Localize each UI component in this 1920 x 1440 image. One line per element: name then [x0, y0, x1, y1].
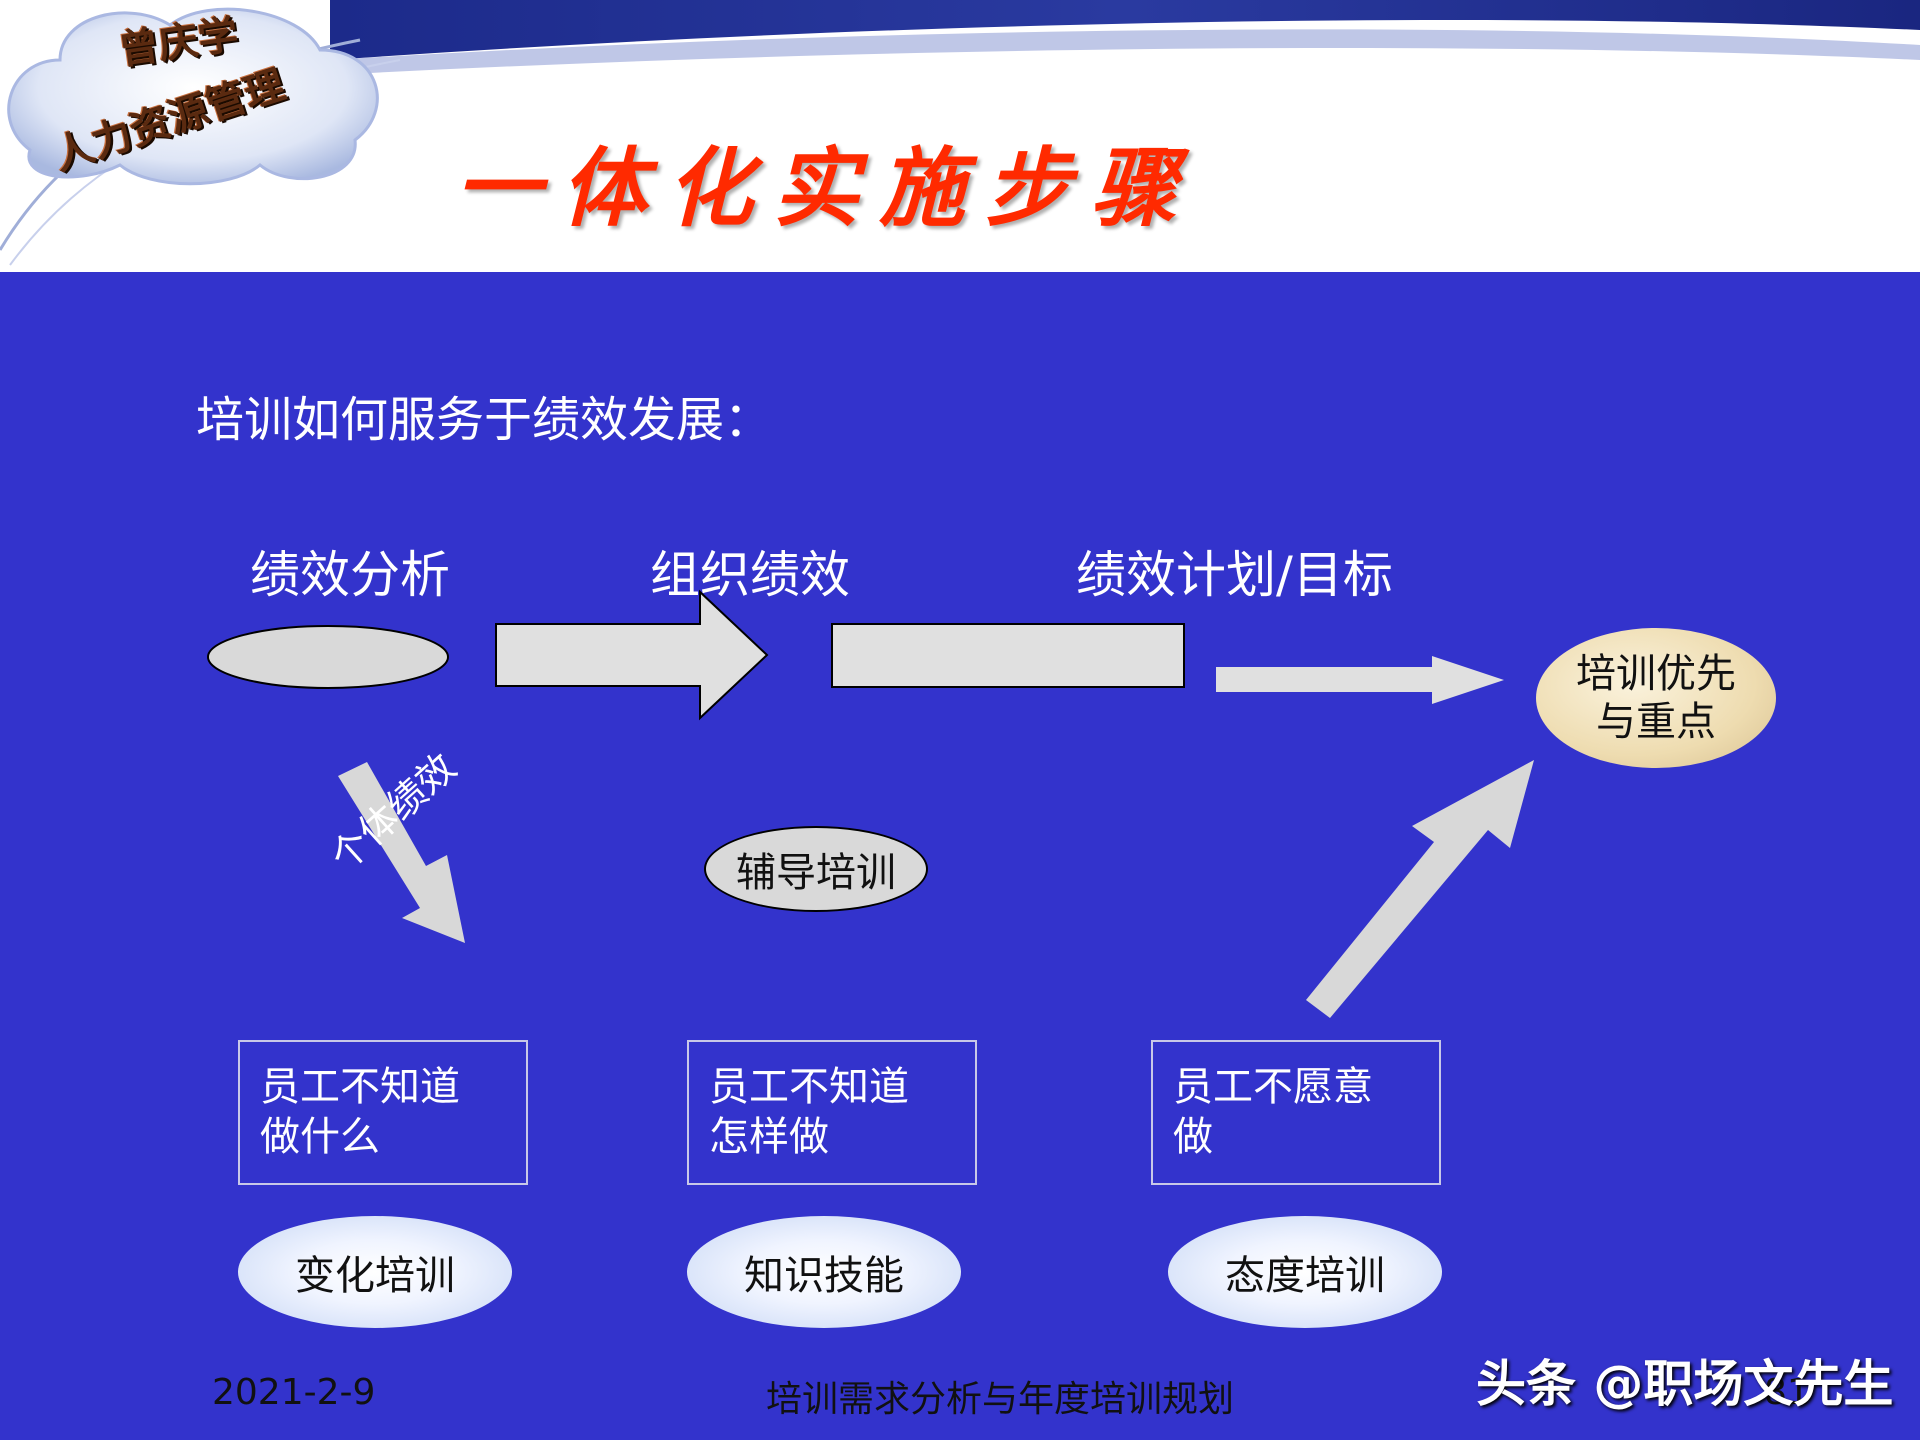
footer-date: 2021-2-9 [212, 1372, 376, 1413]
slide-header: 曾庆学 人力资源管理 一体化实施步骤 [0, 0, 1920, 272]
issue-text-unwilling: 员工不愿意 做 [1173, 1064, 1373, 1160]
step-organizational-performance: 组织绩效 [650, 546, 850, 604]
change-training-label: 变化培训 [295, 1253, 455, 1299]
issue-box-how: 员工不知道 怎样做 [687, 1040, 977, 1185]
knowledge-skill-oval: 知识技能 [687, 1216, 961, 1328]
watermark: 头条 @职场文先生 [1476, 1355, 1894, 1413]
step-performance-analysis: 绩效分析 [250, 546, 450, 604]
target-label: 培训优先与重点 [1576, 651, 1736, 745]
target-oval: 培训优先与重点 [1536, 628, 1776, 768]
subtitle: 培训如何服务于绩效发展： [196, 392, 773, 448]
step-performance-plan: 绩效计划/目标 [1076, 546, 1393, 604]
issue-box-what: 员工不知道 做什么 [238, 1040, 528, 1185]
footer-page-number: 81 [1764, 1372, 1810, 1413]
logo-cloud [7, 7, 379, 186]
change-training-oval: 变化培训 [238, 1216, 512, 1328]
knowledge-skill-label: 知识技能 [744, 1253, 904, 1299]
coaching-label: 辅导培训 [736, 850, 896, 896]
issue-text-what: 员工不知道 做什么 [260, 1064, 460, 1160]
footer-title: 培训需求分析与年度培训规划 [766, 1379, 1235, 1420]
attitude-training-label: 态度培训 [1225, 1253, 1385, 1299]
coaching-oval: 辅导培训 [704, 826, 928, 912]
issue-box-unwilling: 员工不愿意 做 [1151, 1040, 1441, 1185]
issue-text-how: 员工不知道 怎样做 [709, 1064, 909, 1160]
page-title: 一体化实施步骤 [455, 138, 1197, 239]
attitude-training-oval: 态度培训 [1168, 1216, 1442, 1328]
